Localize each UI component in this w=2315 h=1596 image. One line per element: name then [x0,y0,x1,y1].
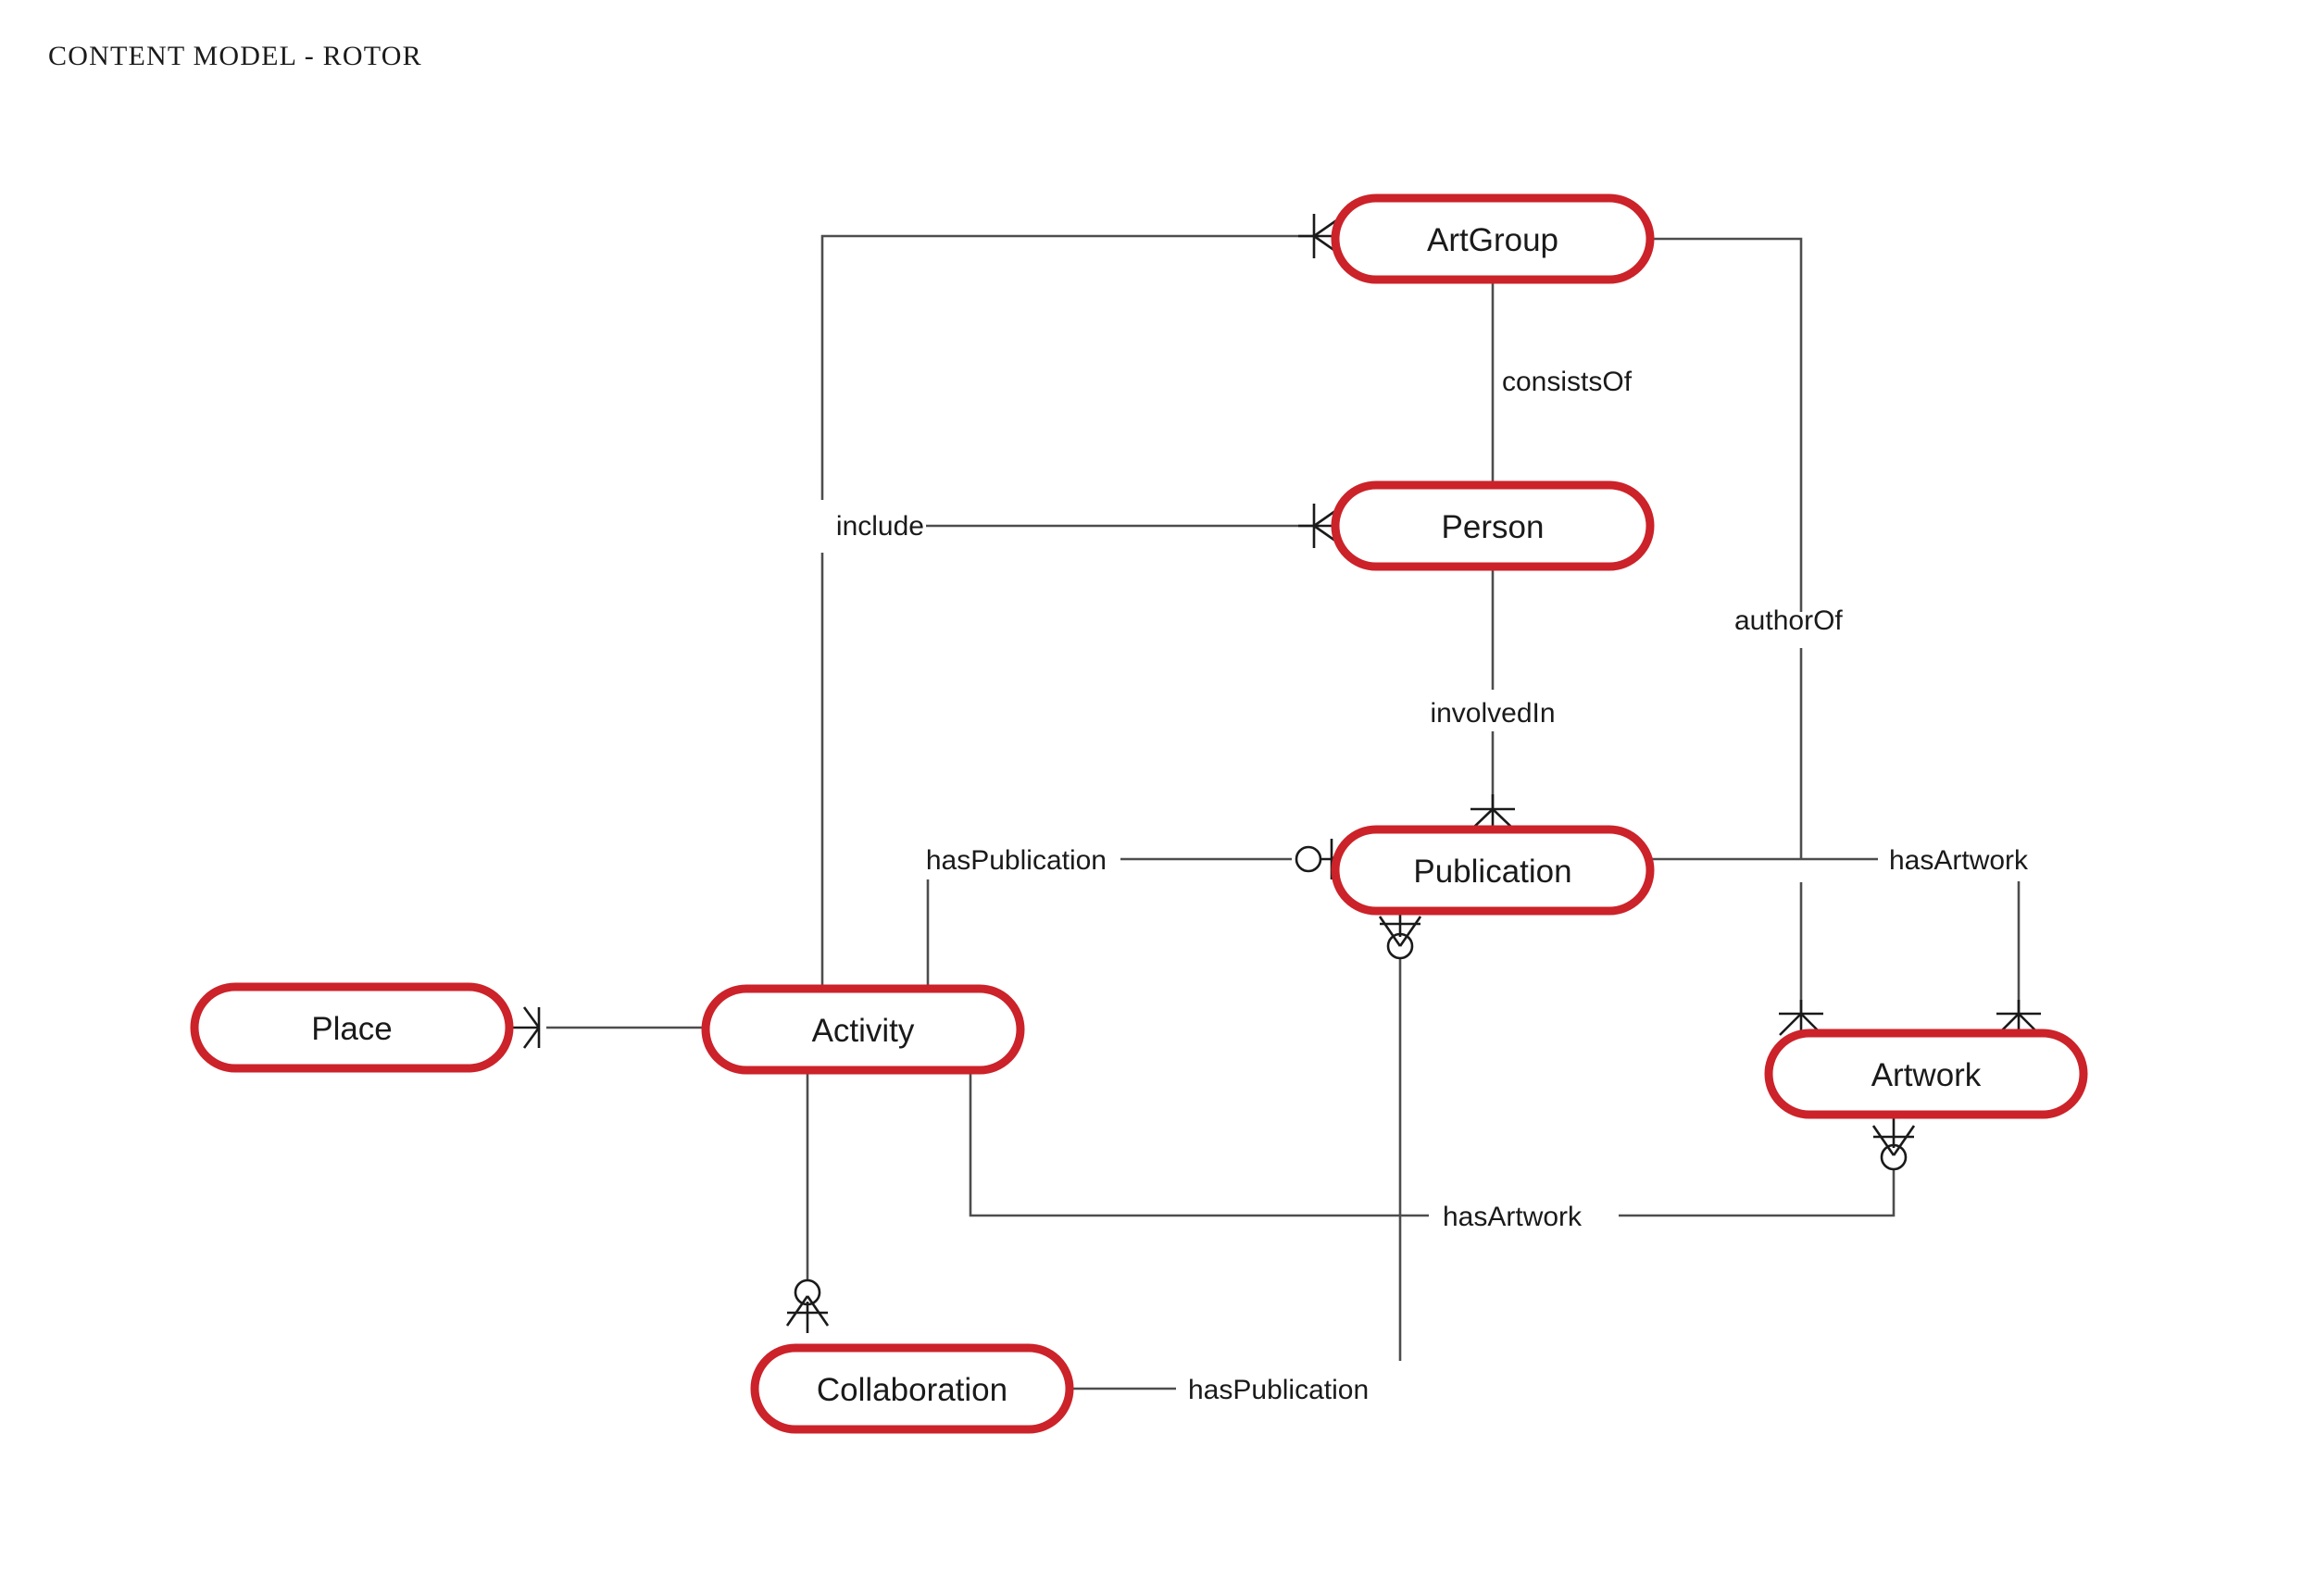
edge-include-artgroup-upper[interactable] [820,234,1320,500]
entity-artwork-label: Artwork [1871,1057,1982,1093]
entity-place-label: Place [311,1011,393,1047]
entity-activity[interactable]: Activity [701,984,1025,1075]
edge-label-include: include [836,511,924,542]
edges-layer [546,234,2021,1390]
entity-collaboration-shape [750,1343,1074,1434]
entity-collaboration-label: Collaboration [817,1372,1007,1408]
edge-label-involvedin: involvedIn [1430,698,1555,729]
page-title: CONTENT MODEL - ROTOR [48,41,422,71]
crowsfoot-publication-bottom [1378,911,1422,960]
entity-artgroup[interactable]: ArtGroup [1331,193,1655,284]
entity-place-shape [190,982,514,1073]
edge-hasartwork-activity-left[interactable] [969,1070,1429,1217]
entity-publication[interactable]: Publication [1331,825,1655,916]
entity-person-label: Person [1442,509,1545,545]
entity-artgroup-shape [1331,193,1655,284]
entity-artwork[interactable]: Artwork [1764,1029,2088,1119]
edge-hasartwork-activity-right[interactable] [1619,1157,1896,1217]
edge-labels-layer: consistsOf include authorOf involvedIn h… [836,367,2029,1405]
edge-authorof[interactable] [1652,237,1803,612]
entity-artwork-shape [1764,1029,2088,1119]
crowsfoot-artwork-bottom [1871,1118,1916,1171]
entity-artgroup-label: ArtGroup [1427,222,1558,258]
crowsfoot-collaboration-top [785,1278,830,1333]
edge-label-authorof: authorOf [1734,605,1843,636]
entity-activity-shape [701,984,1025,1075]
edge-label-hasartwork-activity: hasArtwork [1443,1202,1583,1232]
edge-label-hasartwork-publication: hasArtwork [1889,845,2029,876]
entity-person-shape [1331,480,1655,571]
edge-label-haspublication-activity: hasPublication [926,845,1107,876]
cardinality-markers-layer [511,213,2041,1333]
entity-place[interactable]: Place [190,982,514,1073]
edge-label-haspublication-collaboration: hasPublication [1188,1375,1369,1405]
entity-activity-label: Activity [812,1013,915,1049]
edge-label-consistsof: consistsOf [1502,367,1633,397]
crowsfoot-place-right [511,1006,541,1049]
entity-publication-shape [1331,825,1655,916]
entities-layer: ArtGroup Person Publication Artwork Plac… [190,193,2088,1434]
entity-collaboration[interactable]: Collaboration [750,1343,1074,1434]
entity-publication-label: Publication [1413,854,1571,890]
entity-person[interactable]: Person [1331,480,1655,571]
